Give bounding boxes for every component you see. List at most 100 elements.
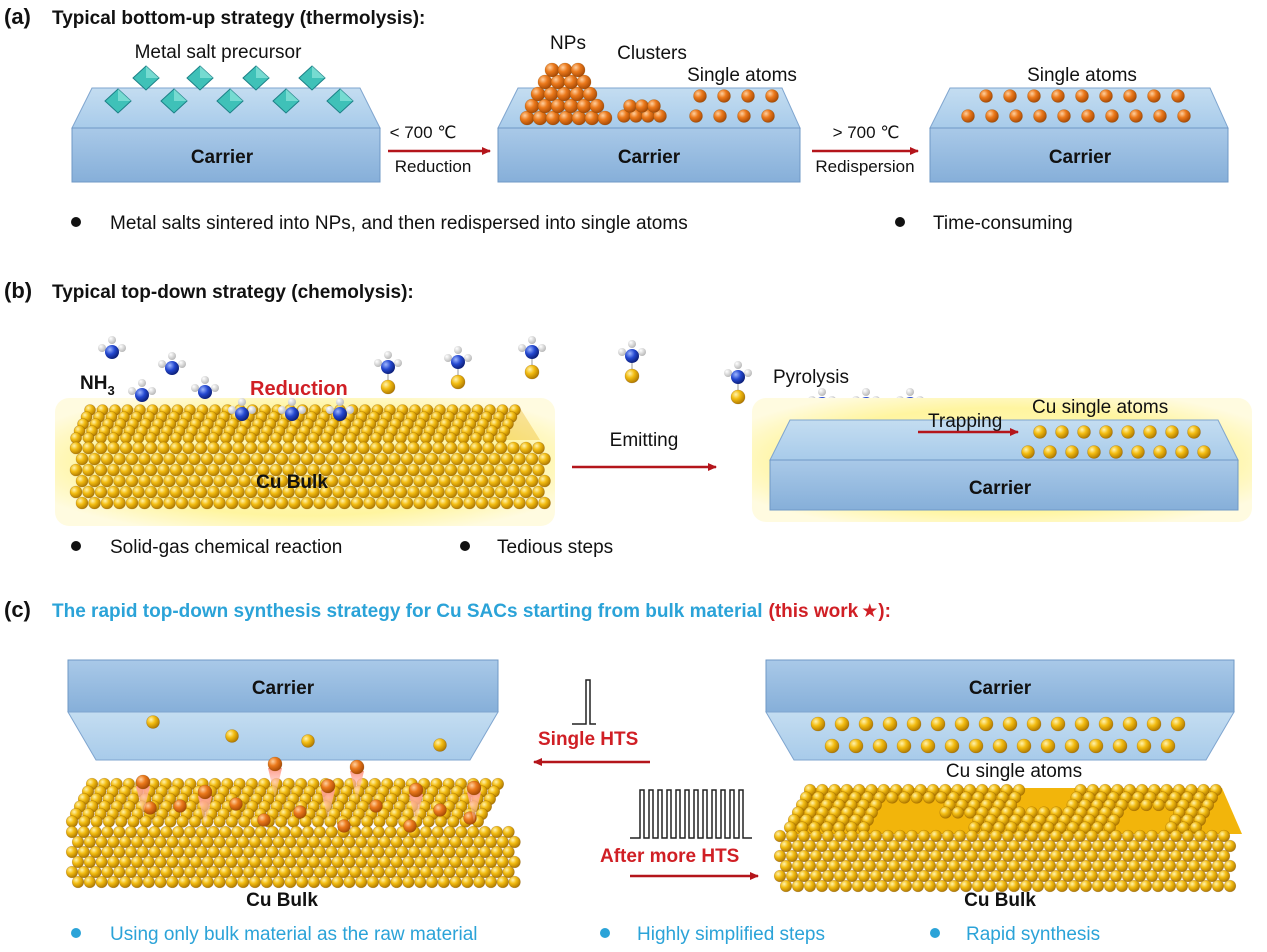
cu-atom (154, 835, 167, 849)
cu-atom (917, 849, 931, 863)
cu-atom (272, 835, 285, 849)
cu-atom (1031, 839, 1045, 853)
cu-atom (284, 835, 297, 849)
cu-atom (257, 441, 270, 455)
cu-atom (490, 845, 503, 859)
cu-atom (94, 463, 108, 477)
cu-atom (338, 452, 351, 466)
cu-atom (473, 835, 486, 849)
cu-atom (1193, 869, 1207, 883)
multi-pulse-icon (630, 789, 752, 839)
cu-atom (343, 855, 356, 869)
cu-single-atom (1187, 425, 1201, 439)
cu-atom (284, 875, 297, 889)
cu-atom (461, 875, 474, 889)
single-atom (1123, 89, 1137, 103)
emitted-cu-atom (349, 759, 365, 775)
cu-atom (82, 485, 95, 499)
cu-atom (244, 463, 258, 477)
cu-atom (1097, 849, 1111, 863)
cu-atom (1037, 829, 1051, 843)
cu-atom (524, 364, 540, 380)
cu-atom (83, 875, 96, 889)
cu-atom (995, 859, 1009, 873)
cu-single-atom (944, 738, 960, 754)
cu-atom (331, 835, 344, 849)
hydrogen-atom (138, 379, 146, 387)
hydrogen-atom (374, 359, 382, 367)
cu-atom (95, 855, 108, 869)
cu-single-atom (1087, 445, 1101, 459)
cu-atom (1151, 859, 1165, 873)
cu-atom (75, 496, 89, 510)
cu-atom (360, 865, 374, 879)
cu-atom (194, 441, 208, 455)
cu-atom (100, 496, 114, 510)
cu-atom (136, 825, 149, 839)
cu-atom (1043, 839, 1057, 853)
cu-atom (296, 875, 309, 889)
cu-atom (461, 855, 474, 869)
cu-atom (189, 875, 203, 889)
cu-atom (238, 496, 251, 510)
cu-bulk-label-c-left: Cu Bulk (246, 890, 318, 911)
cu-atom (313, 452, 326, 466)
nitrogen-atom (451, 355, 465, 369)
nanoparticle-atom (537, 74, 553, 90)
hydrogen-atom (638, 348, 646, 356)
cu-atom (282, 463, 295, 477)
precursor-crystal-facet (256, 66, 269, 78)
cu-atom (200, 452, 214, 466)
emitted-atoms-c-left (146, 715, 447, 752)
cu-atom (905, 869, 919, 883)
cu-atom (1140, 798, 1153, 812)
cu-atom (953, 829, 967, 843)
cu-atom (893, 829, 907, 843)
cu-atom (157, 441, 170, 455)
cu-atom (478, 845, 492, 859)
hydrogen-atom (744, 369, 752, 377)
cu-atom (875, 839, 889, 853)
cu-atom (382, 463, 395, 477)
bullet-c1 (71, 928, 81, 938)
cu-atom (113, 865, 126, 879)
cu-single-atom (1033, 425, 1047, 439)
cu-atom (1127, 839, 1141, 853)
cu-atom (500, 452, 514, 466)
cu-atom (478, 825, 492, 839)
bullet-text-c3: Rapid synthesis (966, 924, 1100, 945)
cu-atom (275, 496, 289, 510)
cu-single-atom (1002, 716, 1018, 732)
cu-atom (624, 368, 640, 384)
cu-atom (355, 835, 368, 849)
cu-atom (254, 825, 267, 839)
cu-single-atom (1165, 425, 1179, 439)
cu-atom (325, 452, 339, 466)
cu-atom (422, 815, 435, 828)
cu-atom (182, 463, 195, 477)
cu-atom (188, 452, 201, 466)
cu-atom (307, 441, 320, 455)
single-atom (1129, 109, 1143, 123)
cu-atom (1217, 849, 1231, 863)
cu-atom (809, 869, 823, 883)
cu-atom (176, 815, 189, 828)
cu-atom (294, 463, 308, 477)
cu-atom (113, 496, 126, 510)
cu-atom (1121, 829, 1135, 843)
cu-atom (1055, 859, 1069, 873)
cu-single-atom (1098, 716, 1114, 732)
cu-atom (995, 839, 1009, 853)
cu-atom (467, 825, 480, 839)
cu-atom (266, 865, 279, 879)
cu-atom (157, 463, 170, 477)
cu-atom (959, 859, 973, 873)
cu-atom (148, 865, 161, 879)
cu-atom (119, 485, 133, 499)
cu-atom (1091, 859, 1105, 873)
cu-atom (1031, 879, 1045, 893)
cu-atom (219, 825, 232, 839)
cu-atom (402, 855, 415, 869)
cu-atom (1181, 869, 1195, 883)
cu-atom (821, 869, 835, 883)
